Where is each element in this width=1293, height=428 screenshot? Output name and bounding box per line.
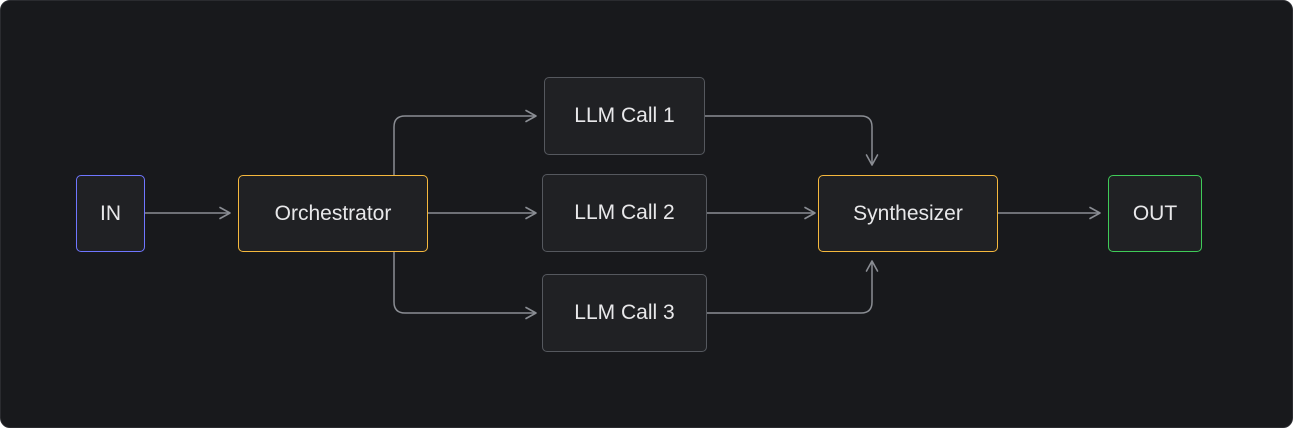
- node-llm-call-3-label: LLM Call 3: [574, 301, 675, 324]
- node-llm-call-3: LLM Call 3: [542, 274, 707, 352]
- node-synthesizer: Synthesizer: [818, 175, 998, 252]
- edge-orchestrator-llm3: [393, 252, 537, 320]
- node-llm-call-1: LLM Call 1: [544, 77, 705, 155]
- node-orchestrator-label: Orchestrator: [274, 201, 392, 225]
- edge-llm1-synthesizer: [705, 115, 879, 166]
- node-in-label: IN: [100, 201, 121, 225]
- node-out-label: OUT: [1132, 201, 1178, 225]
- node-synthesizer-label: Synthesizer: [853, 201, 963, 225]
- node-in: IN: [76, 175, 145, 252]
- node-llm-call-2: LLM Call 2: [542, 174, 707, 252]
- node-llm-call-1-label: LLM Call 1: [574, 104, 675, 127]
- node-llm-call-2-label: LLM Call 2: [574, 201, 675, 224]
- node-out: OUT: [1108, 175, 1202, 252]
- edge-orchestrator-llm1: [393, 109, 537, 175]
- edge-llm3-synthesizer: [707, 260, 879, 314]
- node-orchestrator: Orchestrator: [238, 175, 428, 252]
